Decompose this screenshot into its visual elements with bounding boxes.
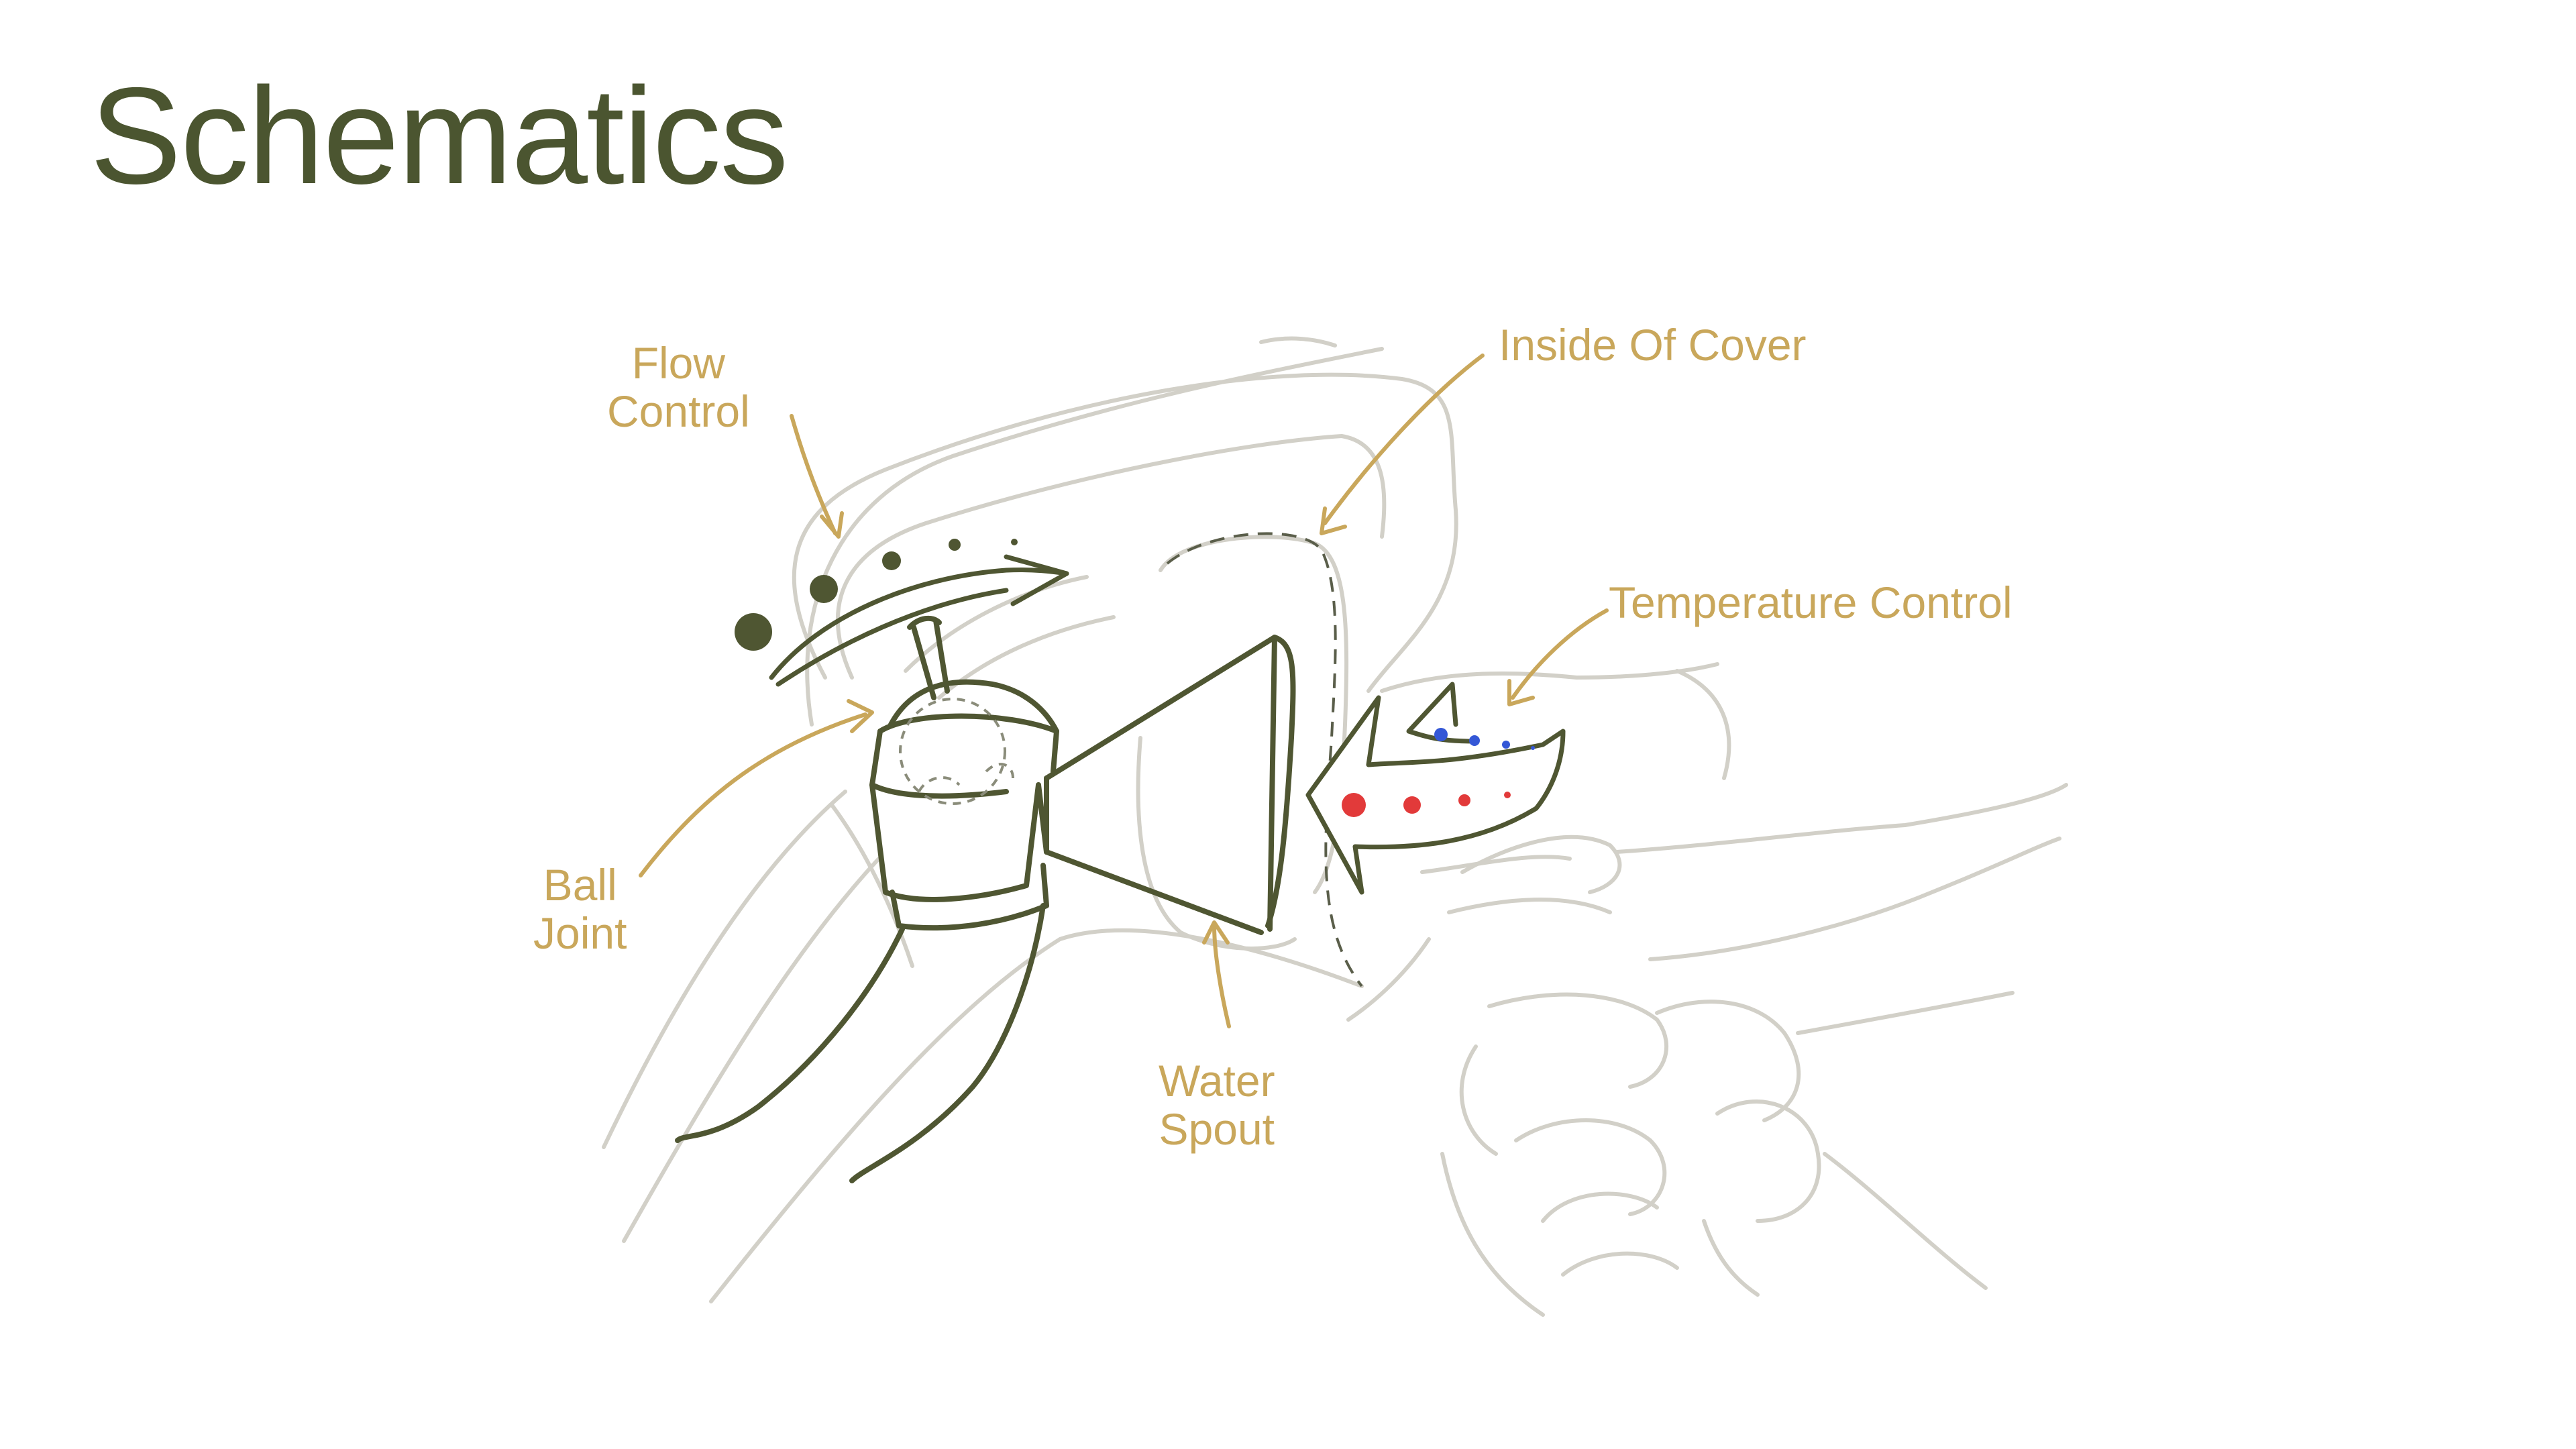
temperature-control-line1: Temperature Control (1609, 578, 2012, 627)
inside-of-cover-label: Inside Of Cover (1499, 321, 1807, 369)
flow-control-label: Flow Control (607, 339, 750, 435)
ball-joint-line2: Joint (533, 909, 627, 957)
ball-joint-line1: Ball (533, 861, 627, 909)
ball-joint-label: Ball Joint (533, 861, 627, 957)
water-spout-label: Water Spout (1159, 1057, 1275, 1153)
inside-of-cover-line1: Inside Of Cover (1499, 321, 1807, 369)
water-spout-line1: Water (1159, 1057, 1275, 1105)
water-spout-line2: Spout (1159, 1105, 1275, 1153)
flow-control-line2: Control (607, 387, 750, 435)
flow-control-line1: Flow (607, 339, 750, 387)
temperature-control-label: Temperature Control (1609, 578, 2012, 627)
callout-leaders (641, 356, 1607, 1026)
